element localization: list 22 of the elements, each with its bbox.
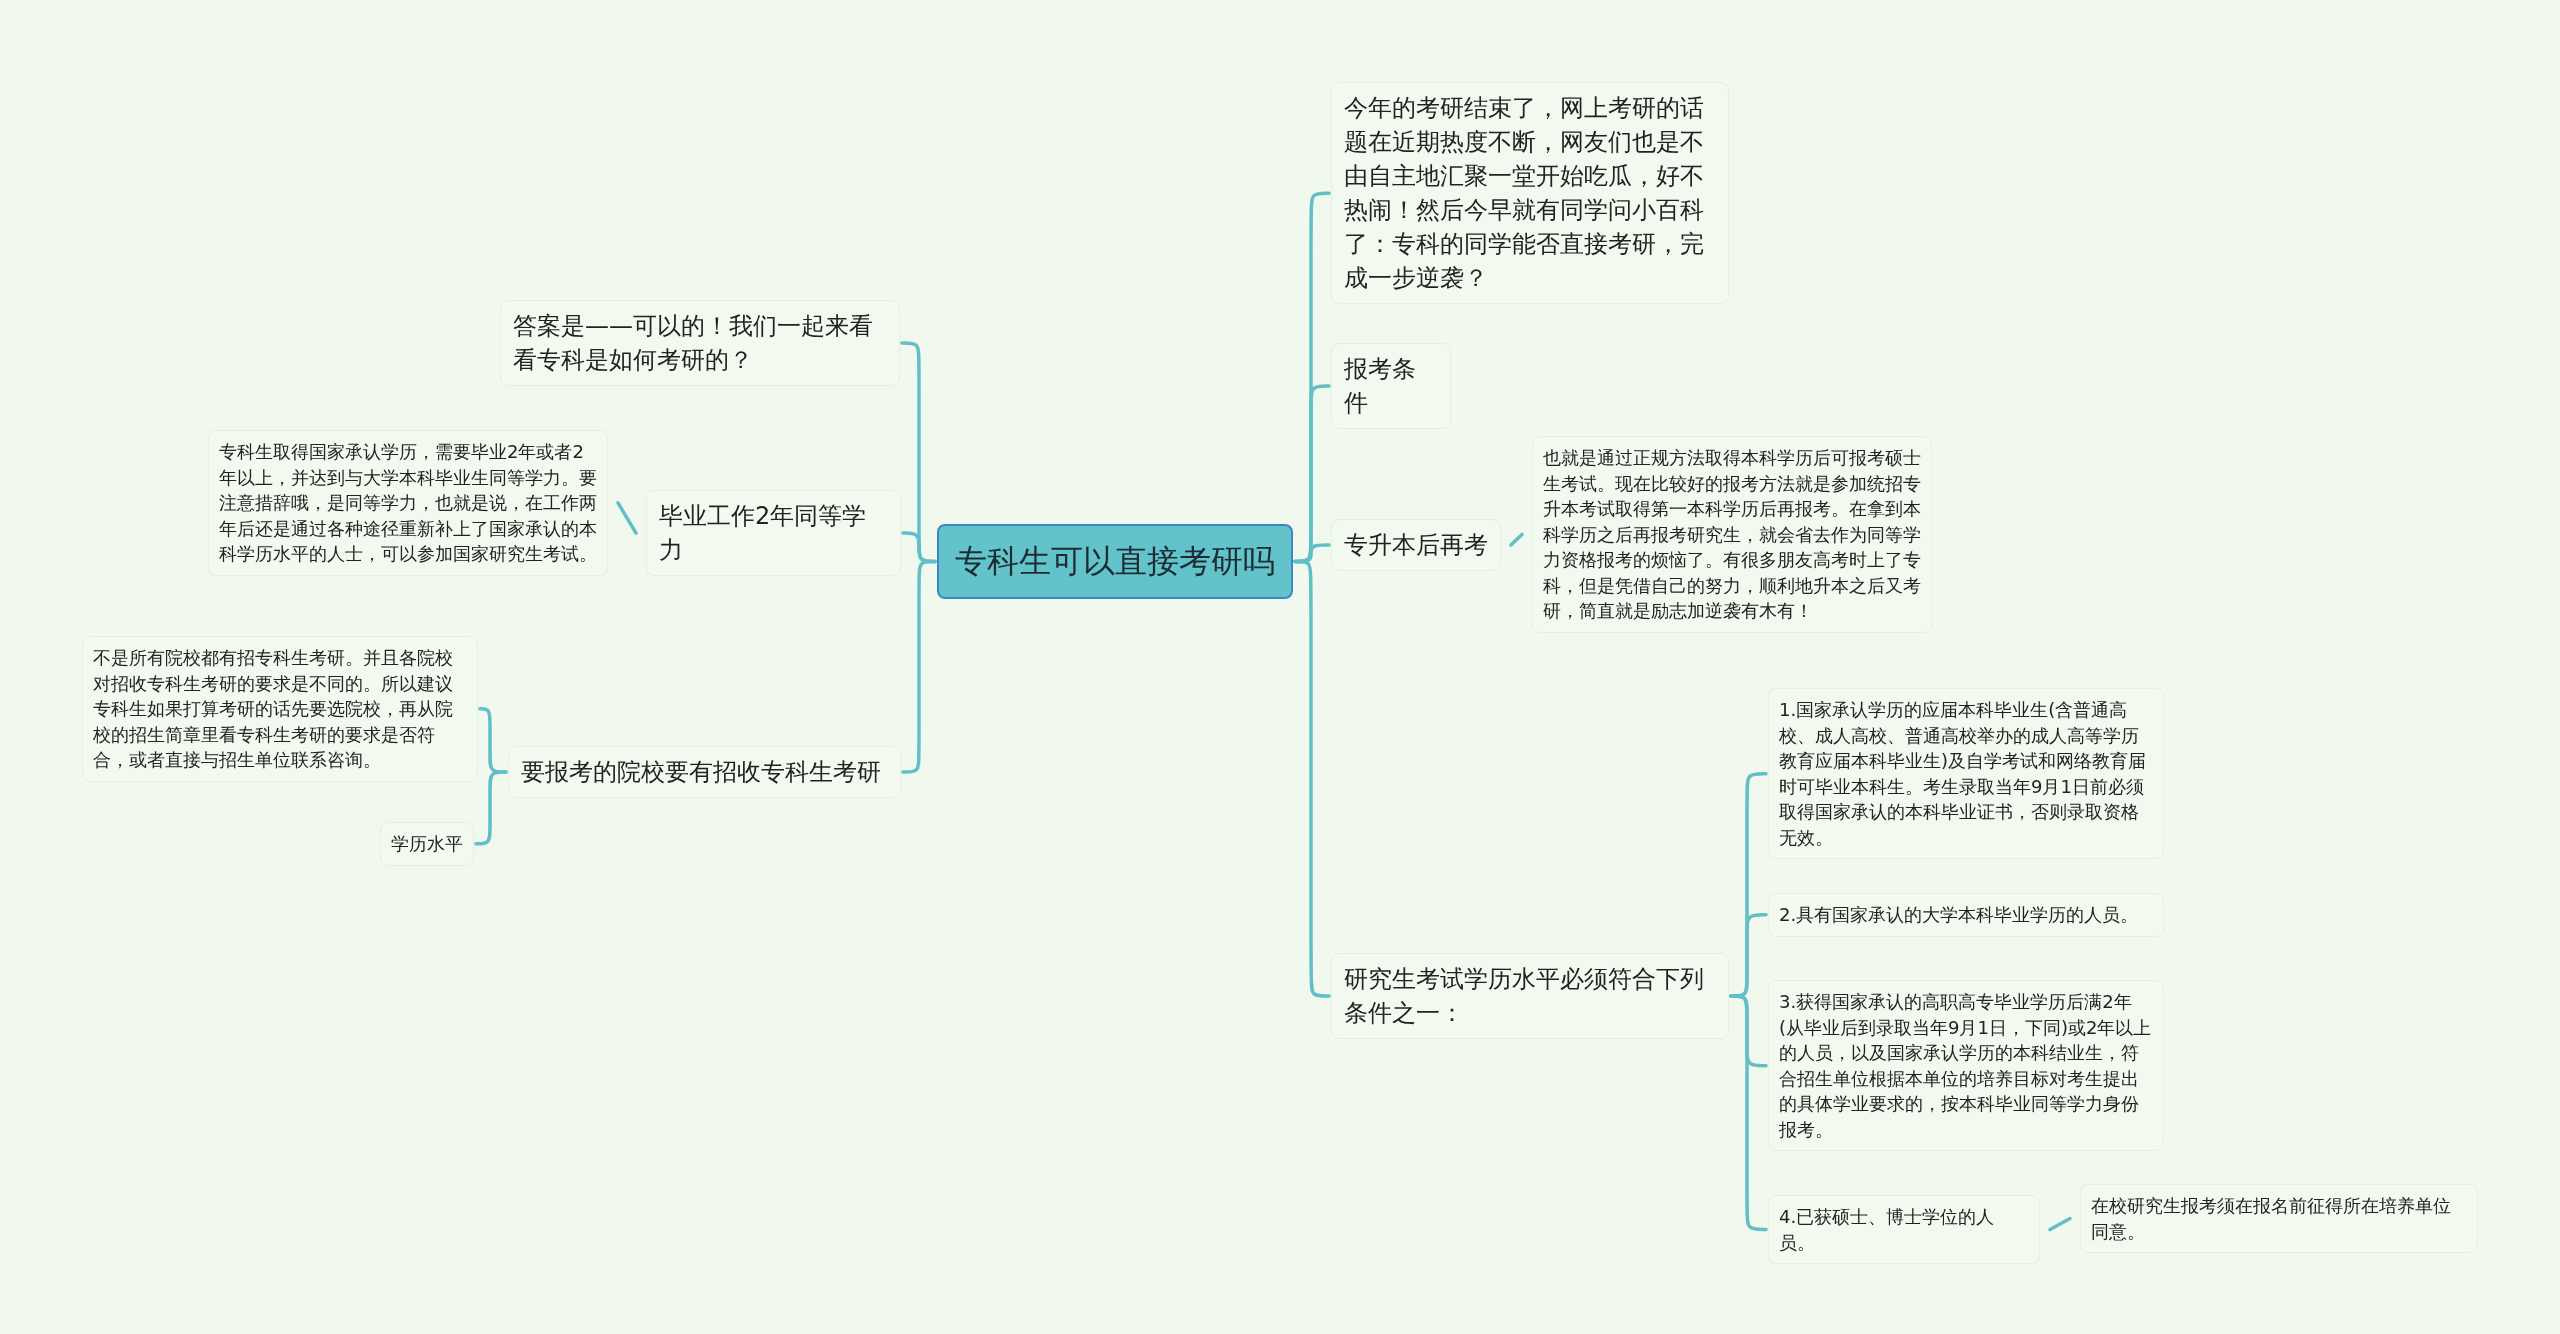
topic-box: 3.获得国家承认的高职高专毕业学历后满2年(从毕业后到录取当年9月1日，下同)或2年以上的人员，以及国家承认学历的本科结业生，符合招生单位根据本单位的培养目标对考生提出的具体学业要求的，按本科毕业同等学力身份报考。 [1768, 980, 2164, 1152]
bracket-connector [1293, 559, 1331, 998]
topic-box: 4.已获硕士、博士学位的人员。 [1768, 1195, 2040, 1265]
topic-box: 研究生考试学历水平必须符合下列条件之一： [1331, 953, 1729, 1040]
topic-box: 报考条件 [1331, 343, 1451, 430]
topic-box: 不是所有院校都有招专科生考研。并且各院校对招收专科生考研的要求是不同的。所以建议专科生如果打算考研的话先要选院校，再从院校的招生简章里看专科生考研的要求是否符合，或者直接与招生单位联系咨询。 [82, 636, 478, 782]
connector-line [2048, 1216, 2072, 1232]
topic-box: 专升本后再考 [1331, 519, 1501, 572]
topic-box: 在校研究生报考须在报名前征得所在培养单位同意。 [2080, 1184, 2478, 1254]
connector-line [616, 501, 638, 535]
topic-box: 学历水平 [380, 822, 474, 866]
central-topic-box: 专科生可以直接考研吗 [937, 524, 1293, 599]
topic-box: 专科生取得国家承认学历，需要毕业2年或者2年以上，并达到与大学本科毕业生同等学力。要注意措辞哦，是同等学力，也就是说，在工作两年后还是通过各种途径重新补上了国家承认的本科学历水平的人士，可以参加国家研究生考试。 [208, 430, 608, 576]
topic-box: 要报考的院校要有招收专科生考研 [508, 746, 901, 799]
topic-box: 答案是——可以的！我们一起来看看专科是如何考研的？ [500, 300, 900, 387]
topic-box: 也就是通过正规方法取得本科学历后可报考硕士生考试。现在比较好的报考方法就是参加统招专升本考试取得第一本科学历后再报考。在拿到本科学历之后再报考研究生，就会省去作为同等学力资格报考的烦恼了。有很多朋友高考时上了专科，但是凭借自己的努力，顺利地升本之后又考研，简直就是励志加逆袭有木有！ [1532, 436, 1932, 633]
topic-box: 今年的考研结束了，网上考研的话题在近期热度不断，网友们也是不由自主地汇聚一堂开始吃瓜，好不热闹！然后今早就有同学问小百科了：专科的同学能否直接考研，完成一步逆袭？ [1331, 82, 1729, 305]
connector-line [1509, 532, 1524, 547]
topic-box: 1.国家承认学历的应届本科毕业生(含普通高校、成人高校、普通高校举办的成人高等学历教育应届本科毕业生)及自学考试和网络教育届时可毕业本科生。考生录取当年9月1日前必须取得国家承认的本科毕业证书，否则录取资格无效。 [1768, 688, 2164, 860]
topic-box: 毕业工作2年同等学力 [646, 490, 901, 577]
bracket-connector [1729, 994, 1768, 1232]
topic-box: 2.具有国家承认的大学本科毕业学历的人员。 [1768, 893, 2164, 937]
